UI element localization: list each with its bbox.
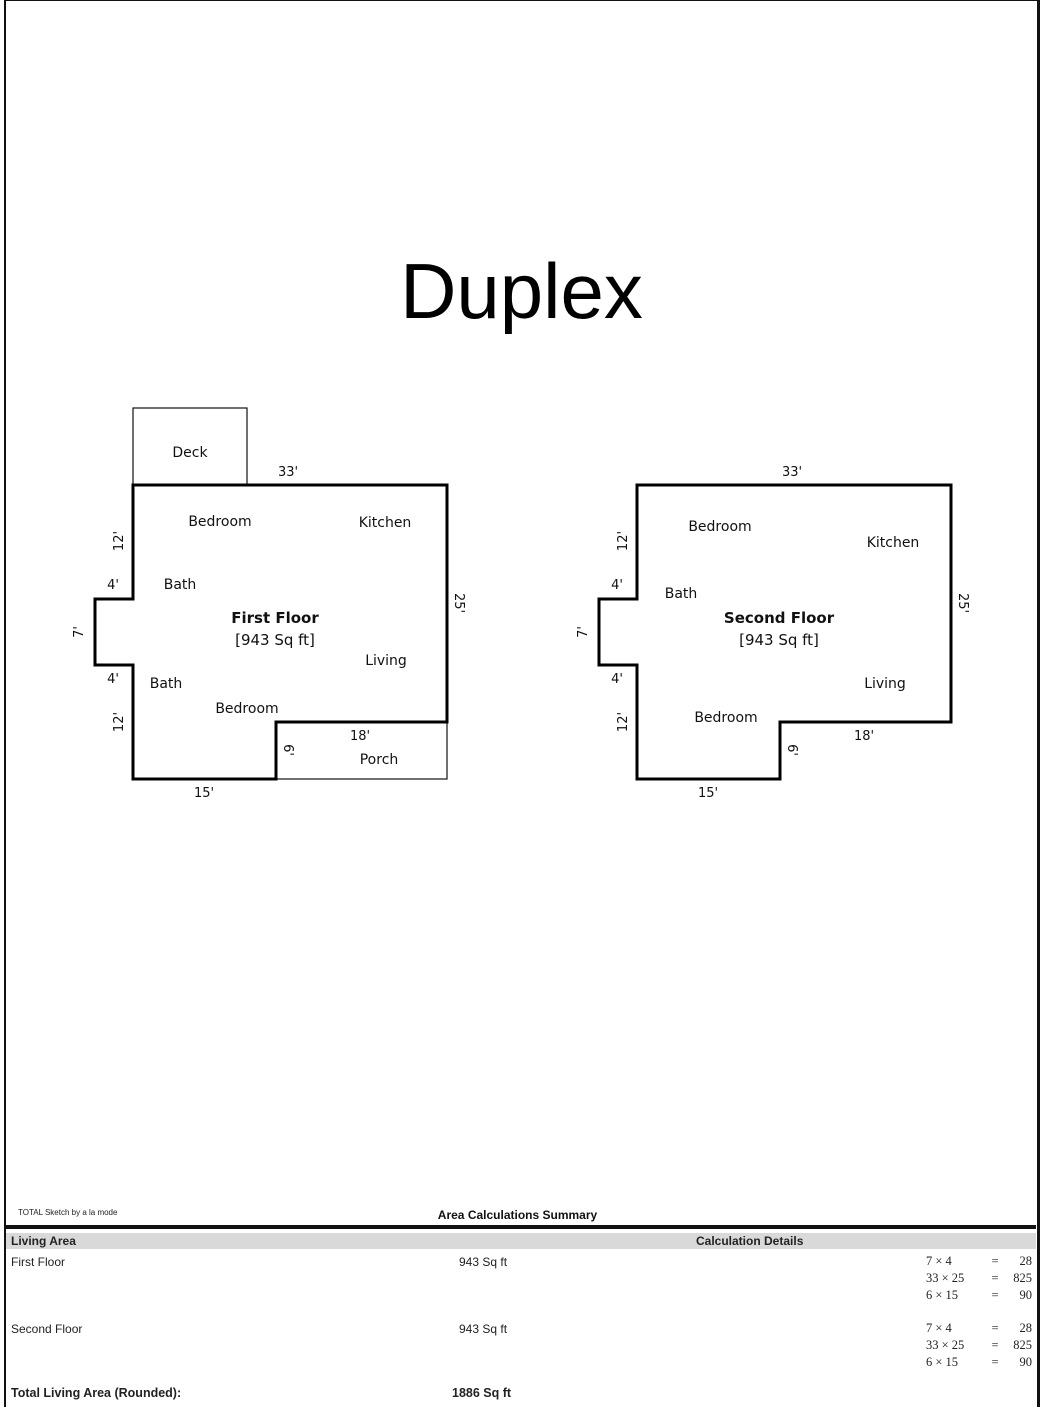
- room-bath-top: Bath: [164, 577, 197, 593]
- calc-details: 7 × 4 = 28 33 × 25 = 825 6 × 15 = 90: [912, 1320, 1032, 1371]
- calc-result: 90: [1019, 1288, 1033, 1302]
- page-border: [4, 0, 1040, 1407]
- dim-left-lower: 12': [112, 712, 127, 732]
- floor-name: First Floor: [231, 609, 319, 627]
- calc-eq: =: [991, 1355, 999, 1369]
- table-row-area: 943 Sq ft: [459, 1255, 508, 1269]
- room-kitchen: Kitchen: [867, 535, 920, 551]
- summary-header-row: Living Area Calculation Details: [6, 1233, 1036, 1249]
- calc-line: 33 × 25 = 825: [912, 1337, 1032, 1354]
- calc-eq: =: [991, 1254, 999, 1268]
- dim-notch-bottom: 4': [611, 672, 623, 687]
- room-living: Living: [864, 676, 906, 692]
- dim-step-inner: 18': [854, 729, 874, 744]
- calc-line: 7 × 4 = 28: [912, 1253, 1032, 1270]
- room-bath: Bath: [665, 586, 698, 602]
- table-row-name: First Floor: [11, 1255, 65, 1269]
- dim-notch-side: 7': [576, 626, 591, 638]
- dim-step-side: 6': [280, 744, 295, 756]
- calc-expr: 6 × 15: [926, 1355, 959, 1369]
- dim-notch-top: 4': [611, 578, 623, 593]
- deck-label: Deck: [172, 445, 208, 461]
- dim-right: 25': [955, 593, 970, 613]
- calc-expr: 7 × 4: [926, 1254, 952, 1268]
- calc-result: 90: [1019, 1355, 1033, 1369]
- dim-step-side: 6': [784, 744, 799, 756]
- second-floor-outline: [597, 483, 953, 781]
- calc-result: 28: [1019, 1321, 1033, 1335]
- dim-notch-bottom: 4': [107, 672, 119, 687]
- floor-area: [943 Sq ft]: [235, 631, 315, 649]
- dim-step-inner: 18': [350, 729, 370, 744]
- calc-line: 33 × 25 = 825: [912, 1270, 1032, 1287]
- second-floor-plan: 33' Bedroom Kitchen Bath Second Floor [9…: [576, 465, 970, 801]
- room-living: Living: [365, 653, 407, 669]
- porch-label: Porch: [360, 752, 399, 768]
- calc-result: 825: [1013, 1271, 1032, 1285]
- calc-eq: =: [991, 1338, 999, 1352]
- area-summary-table: Living Area Calculation Details First Fl…: [6, 1225, 1036, 1412]
- calc-expr: 33 × 25: [926, 1271, 965, 1285]
- room-bedroom-bottom: Bedroom: [694, 710, 757, 726]
- calc-eq: =: [991, 1271, 999, 1285]
- table-row-area: 943 Sq ft: [459, 1322, 508, 1336]
- calc-details: 7 × 4 = 28 33 × 25 = 825 6 × 15 = 90: [912, 1253, 1032, 1304]
- first-floor-plan: Deck 33' Bedroom Kitchen Bath First Floo…: [72, 407, 466, 801]
- living-area-header: Living Area: [11, 1234, 76, 1248]
- calc-line: 6 × 15 = 90: [912, 1354, 1032, 1371]
- room-bedroom-bottom: Bedroom: [215, 701, 278, 717]
- table-row-name: Second Floor: [11, 1322, 83, 1336]
- room-kitchen: Kitchen: [359, 515, 412, 531]
- calc-result: 825: [1013, 1338, 1032, 1352]
- room-bath-bottom: Bath: [150, 676, 183, 692]
- calc-expr: 7 × 4: [926, 1321, 952, 1335]
- software-credit: TOTAL Sketch by a la mode: [18, 1208, 118, 1217]
- dim-top: 33': [278, 465, 298, 480]
- calc-expr: 6 × 15: [926, 1288, 959, 1302]
- calc-eq: =: [991, 1321, 999, 1335]
- calc-line: 7 × 4 = 28: [912, 1320, 1032, 1337]
- floor-name: Second Floor: [724, 609, 835, 627]
- dim-right: 25': [451, 593, 466, 613]
- dim-bottom: 15': [698, 786, 718, 801]
- room-bedroom-top: Bedroom: [188, 514, 251, 530]
- dim-left-upper: 12': [616, 531, 631, 551]
- first-floor-outline: [93, 483, 449, 781]
- dim-bottom: 15': [194, 786, 214, 801]
- dim-notch-side: 7': [72, 626, 87, 638]
- calc-result: 28: [1019, 1254, 1033, 1268]
- dim-left-upper: 12': [112, 531, 127, 551]
- floor-area: [943 Sq ft]: [739, 631, 819, 649]
- floor-plans-diagram: Deck 33' Bedroom Kitchen Bath First Floo…: [72, 407, 970, 801]
- calc-details-header: Calculation Details: [696, 1234, 804, 1248]
- summary-title: Area Calculations Summary: [437, 1208, 598, 1222]
- room-bedroom-top: Bedroom: [688, 519, 751, 535]
- dim-top: 33': [782, 465, 802, 480]
- dim-left-lower: 12': [616, 712, 631, 732]
- dim-notch-top: 4': [107, 578, 119, 593]
- calc-line: 6 × 15 = 90: [912, 1287, 1032, 1304]
- total-living-area-label: Total Living Area (Rounded):: [11, 1386, 182, 1400]
- total-living-area-value: 1886 Sq ft: [452, 1386, 512, 1400]
- page-title: Duplex: [400, 247, 643, 335]
- calc-eq: =: [991, 1288, 999, 1302]
- calc-expr: 33 × 25: [926, 1338, 965, 1352]
